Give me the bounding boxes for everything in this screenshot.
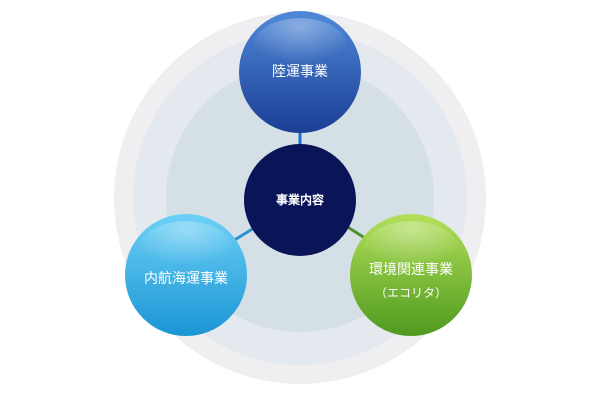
node-land-transport-label: 陸運事業 [272, 64, 328, 80]
node-center[interactable]: 事業内容 [244, 144, 356, 256]
node-environment[interactable]: 環境関連事業 （エコリタ） [350, 214, 472, 336]
node-environment-sublabel: （エコリタ） [375, 286, 447, 300]
node-land-transport[interactable]: 陸運事業 [239, 11, 361, 133]
node-coastal-shipping-label: 内航海運事業 [144, 271, 228, 287]
node-coastal-shipping[interactable]: 内航海運事業 [125, 214, 247, 336]
node-center-label: 事業内容 [276, 192, 324, 207]
node-environment-label: 環境関連事業 [369, 262, 453, 278]
